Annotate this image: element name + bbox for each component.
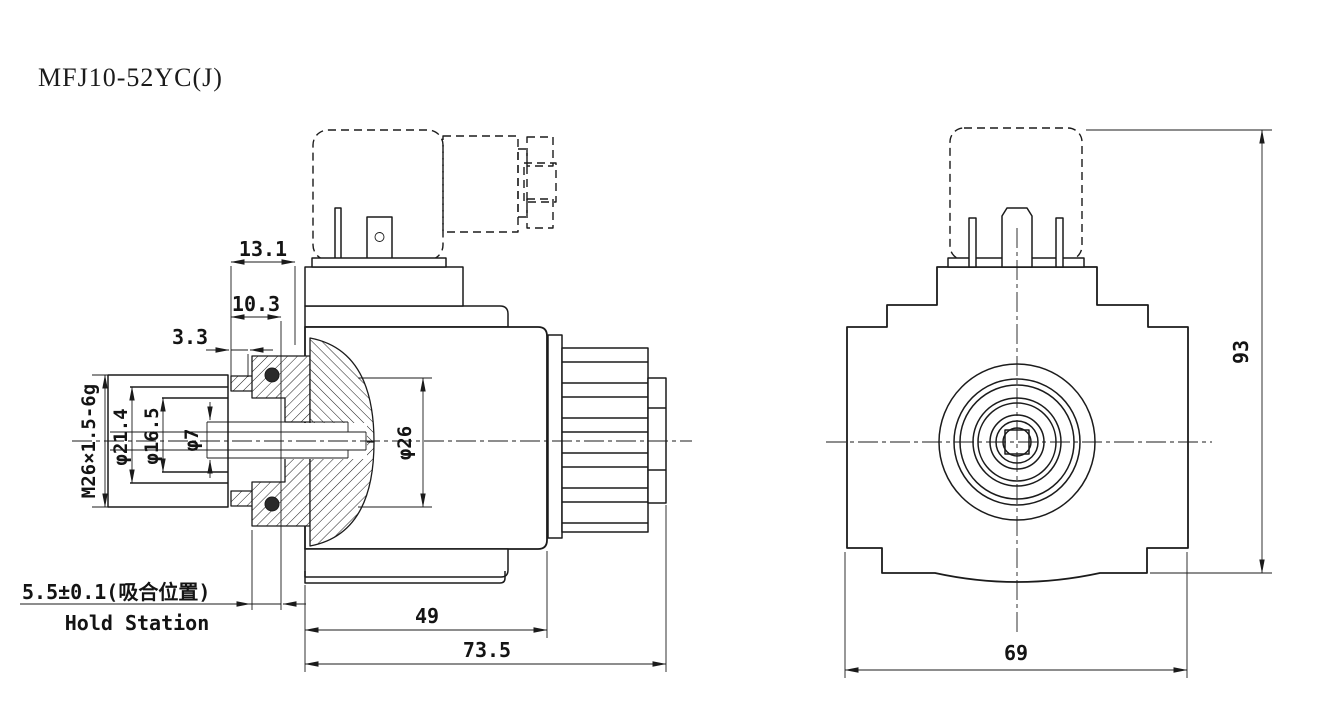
front-view: 69 93 — [826, 127, 1272, 678]
o-ring-top — [264, 367, 280, 383]
cable-gland-block-2 — [523, 162, 557, 203]
front-outline — [846, 266, 1189, 583]
knob-ribs — [562, 361, 648, 524]
knob-collar — [547, 334, 563, 539]
side-view: 13.1 10.3 3.3 M26×1.5-6g φ21.4 φ16.5 φ7 … — [20, 129, 692, 672]
dim-3-3: 3.3 — [172, 325, 208, 349]
terminal-tab-hole — [374, 232, 385, 242]
bottom-flange-thin — [304, 571, 506, 584]
drawing-title: MFJ10-52YC(J) — [38, 63, 223, 92]
top-flange-narrow — [304, 266, 464, 307]
dim-13-1: 13.1 — [239, 237, 287, 261]
cable-gland-block-3 — [526, 198, 554, 229]
din-connector-side — [312, 129, 557, 268]
bottom-flange-wide — [304, 548, 509, 578]
dim-thread-m26: M26×1.5-6g — [78, 384, 100, 498]
push-rod — [110, 421, 367, 459]
override-knob — [547, 334, 667, 539]
o-ring-bottom — [264, 496, 280, 512]
dim-hold-station-cn: 5.5±0.1(吸合位置) — [22, 580, 210, 604]
knob-end-cap — [647, 377, 667, 504]
knob-ribbed-block — [561, 347, 649, 533]
din-connector-front — [947, 127, 1085, 268]
dim-dia-7: φ7 — [181, 429, 203, 452]
connector-base-strip — [311, 257, 447, 268]
cable-gland-block-1 — [526, 136, 554, 167]
dim-hold-station-en: Hold Station — [65, 611, 210, 635]
armature-dome-bottom — [309, 441, 375, 547]
dim-49: 49 — [415, 604, 439, 628]
pin-left — [968, 217, 977, 268]
connector-body-dashed — [312, 129, 444, 261]
cable-gland-neck-dashed — [517, 148, 528, 218]
connector-cable-housing-dashed — [442, 135, 519, 233]
pin-right — [1055, 217, 1064, 268]
side-dimensions: 13.1 10.3 3.3 M26×1.5-6g φ21.4 φ16.5 φ7 … — [20, 237, 667, 672]
dim-69: 69 — [1004, 641, 1028, 665]
dim-73-5: 73.5 — [463, 638, 511, 662]
front-extension-lines — [844, 129, 1272, 678]
tube-bores — [130, 386, 228, 484]
front-dimensions: 69 93 — [844, 129, 1272, 678]
dim-dia-21-4: φ21.4 — [110, 408, 132, 465]
dim-dia-26: φ26 — [394, 426, 416, 460]
terminal-pin — [334, 207, 342, 264]
dim-10-3: 10.3 — [232, 292, 280, 316]
dim-dia-16-5: φ16.5 — [141, 407, 163, 464]
top-flange-wide — [304, 305, 509, 328]
dim-93: 93 — [1229, 340, 1253, 364]
